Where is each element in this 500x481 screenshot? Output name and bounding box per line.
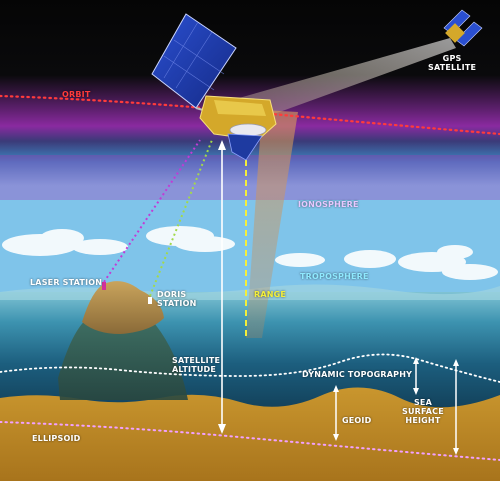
topography-arrowhead-top <box>413 357 419 364</box>
ionosphere-label: IONOSPHERE <box>298 200 359 209</box>
geoid-line <box>0 353 500 383</box>
laser-beam <box>103 139 201 283</box>
gps-solar-panel-b <box>455 21 483 47</box>
solar-panel-grid <box>163 21 225 91</box>
orbit-label: ORBIT <box>62 90 91 99</box>
ssh-arrowhead-top <box>453 359 459 366</box>
troposphere-label: TROPOSPHERE <box>300 272 369 281</box>
geoid-arrowhead-bottom <box>333 434 339 441</box>
clouds <box>2 226 498 280</box>
sea-surface-height-label: SEA SURFACE HEIGHT <box>402 398 444 425</box>
satellite-altitude-label: SATELLITE ALTITUDE <box>172 356 221 374</box>
island-underwater <box>58 318 188 400</box>
ellipsoid-label: ELLIPSOID <box>32 434 81 443</box>
topography-arrowhead-bottom <box>413 388 419 395</box>
doris-station-marker <box>148 297 152 304</box>
altimetry-satellite <box>151 13 277 161</box>
ionosphere-band <box>0 155 500 200</box>
laser-station-marker <box>102 282 106 290</box>
altitude-arrowhead-bottom <box>218 424 226 434</box>
gps-satellite-label: GPS SATELLITE <box>428 54 477 72</box>
doris-station-label: DORIS STATION <box>157 290 197 308</box>
bus-top <box>214 100 266 116</box>
range-label: RANGE <box>254 290 287 299</box>
ssh-arrowhead-bottom <box>453 448 459 455</box>
radar-beam <box>246 110 298 338</box>
dynamic-topography-label: DYNAMIC TOPOGRAPHY <box>302 370 413 379</box>
gps-bus <box>445 23 465 43</box>
geoid-arrowhead-top <box>333 385 339 392</box>
island <box>82 281 164 334</box>
gps-satellite <box>443 9 483 47</box>
gps-signal-beam <box>232 38 456 122</box>
ellipsoid-line <box>0 421 500 461</box>
laser-station-label: LASER STATION <box>30 278 103 287</box>
altitude-arrowhead-top <box>218 140 226 150</box>
orbit-line <box>0 94 500 136</box>
lower-panel <box>227 133 263 161</box>
ground-layer <box>0 387 500 481</box>
geoid-label: GEOID <box>342 416 372 425</box>
